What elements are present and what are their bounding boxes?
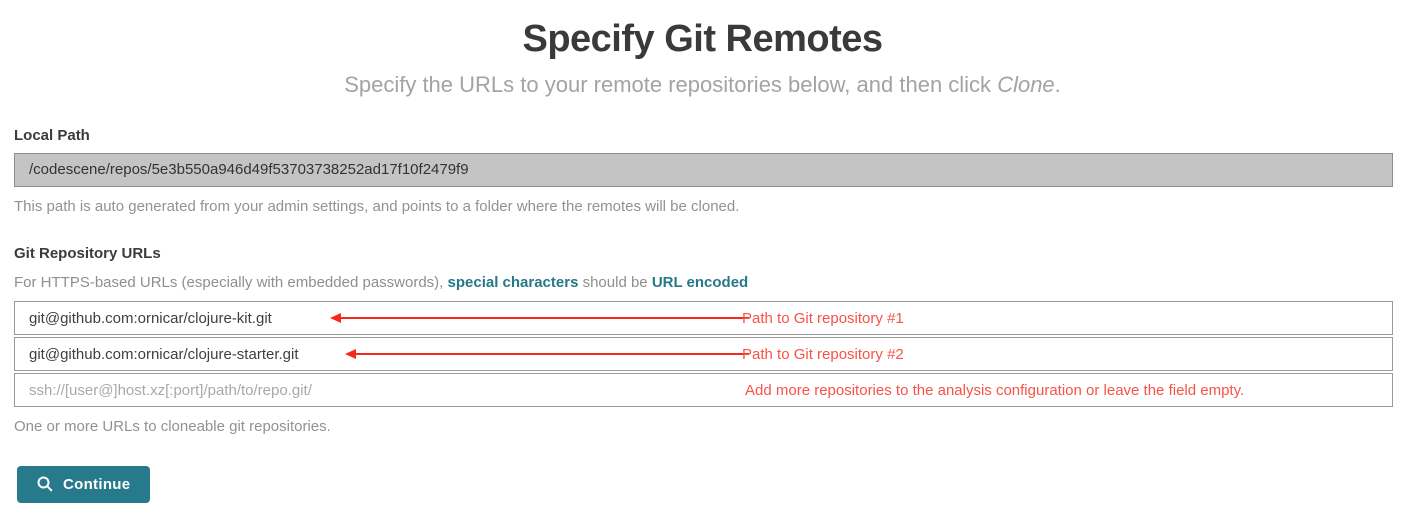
subtitle-clone-emphasis: Clone <box>997 71 1055 97</box>
page-header: Specify Git Remotes Specify the URLs to … <box>0 0 1405 98</box>
subtitle-period: . <box>1054 71 1061 97</box>
continue-button[interactable]: Continue <box>17 465 151 503</box>
local-path-help: This path is auto generated from your ad… <box>14 197 740 215</box>
special-characters-link[interactable]: special characters <box>447 274 579 292</box>
git-url-input-1[interactable] <box>14 301 1393 336</box>
continue-button-label: Continue <box>63 475 131 493</box>
git-urls-help: One or more URLs to cloneable git reposi… <box>14 418 331 436</box>
git-url-inputs: Path to Git repository #1 Path to Git re… <box>14 301 1393 408</box>
url-encoded-link[interactable]: URL encoded <box>651 274 749 292</box>
git-url-input-3[interactable] <box>14 373 1393 408</box>
page-subtitle: Specify the URLs to your remote reposito… <box>0 72 1405 98</box>
local-path-label: Local Path <box>14 126 90 144</box>
page-title: Specify Git Remotes <box>522 18 883 60</box>
note-text: For HTTPS-based URLs (especially with em… <box>14 274 448 292</box>
git-remotes-form: Local Path This path is auto generated f… <box>0 127 1405 503</box>
search-icon <box>37 476 53 492</box>
git-url-input-2[interactable] <box>14 337 1393 372</box>
subtitle-text: Specify the URLs to your remote reposito… <box>344 71 998 97</box>
local-path-field <box>14 152 1393 187</box>
git-repository-urls-label: Git Repository URLs <box>14 245 161 263</box>
note-text-middle: should be <box>578 274 652 292</box>
https-note: For HTTPS-based URLs (especially with em… <box>14 274 1393 291</box>
